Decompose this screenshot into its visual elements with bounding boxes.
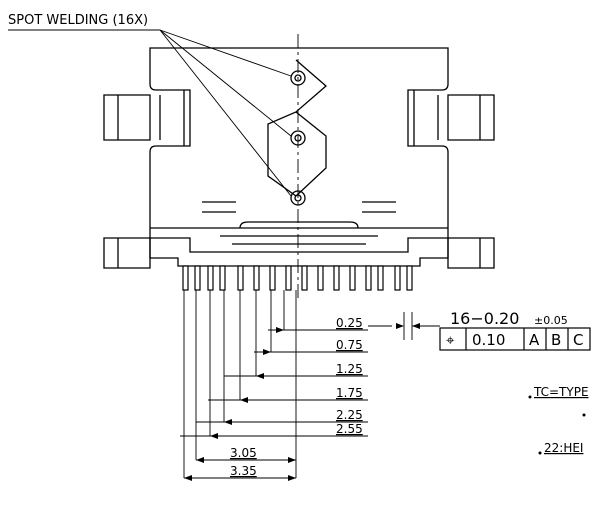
note-bullet [528, 395, 532, 399]
dimension-lines [180, 290, 440, 479]
note-bullet [582, 413, 586, 417]
tolerance-callout: 16−0.20 [450, 309, 519, 328]
dim-value: 3.35 [230, 464, 257, 478]
spot-welding-note: SPOT WELDING (16X) [8, 13, 148, 28]
height-note: 22:HEI [544, 441, 583, 455]
dimension-arrows [184, 323, 420, 481]
connector-outline [103, 47, 495, 269]
dim-value: 1.25 [336, 362, 363, 376]
position-icon: ⌖ [446, 331, 455, 349]
tolerance-pm: ±0.05 [534, 314, 568, 327]
tolerance-value: 0.10 [472, 331, 505, 349]
feature-control-frame: ⌖ 0.10 A B C [439, 327, 591, 351]
dim-value: 1.75 [336, 386, 363, 400]
dim-value: 2.25 [336, 408, 363, 422]
weld-leaders [8, 29, 292, 197]
datum-a: A [529, 331, 540, 349]
tc-note: TC=TYPE [533, 385, 589, 399]
note-bullet [538, 451, 542, 455]
datum-b: B [551, 331, 561, 349]
dim-value: 3.05 [230, 446, 257, 460]
dim-value: 0.25 [336, 316, 363, 330]
dim-value: 2.55 [336, 422, 363, 436]
dim-value: 0.75 [336, 338, 363, 352]
pin-row [182, 265, 413, 291]
datum-c: C [573, 331, 583, 349]
